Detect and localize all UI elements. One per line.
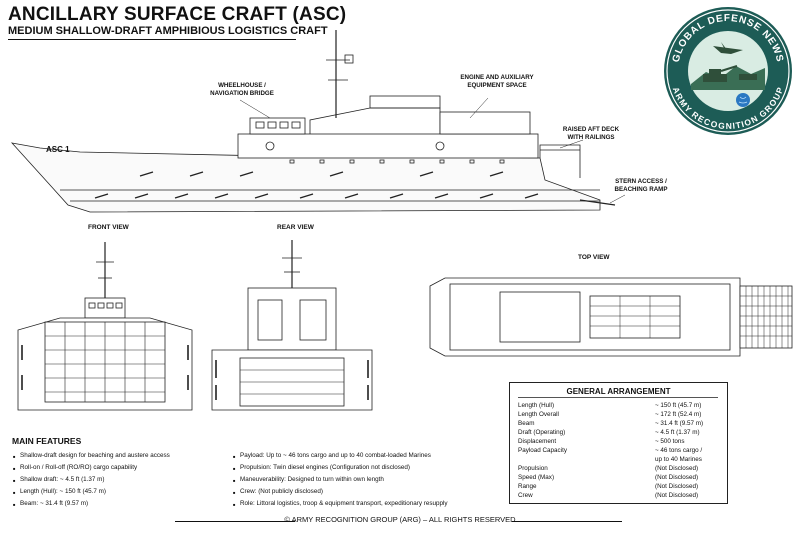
ga-key: Beam bbox=[518, 420, 535, 427]
ga-key: Length (Hull) bbox=[518, 402, 555, 409]
ga-value: (Not Disclosed) bbox=[655, 492, 699, 499]
callout-stern: STERN ACCESS / BEACHING RAMP bbox=[614, 178, 668, 193]
ga-value: (Not Disclosed) bbox=[655, 465, 699, 472]
front-view-drawing bbox=[17, 242, 193, 411]
ga-key: Crew bbox=[518, 492, 533, 499]
ga-value: (Not Disclosed) bbox=[655, 483, 699, 490]
ga-key: Draft (Operating) bbox=[518, 429, 566, 436]
rear-view-drawing bbox=[211, 240, 373, 411]
side-stern-ramp bbox=[579, 199, 616, 206]
ga-key: Range bbox=[518, 483, 537, 490]
side-upper-deck bbox=[309, 107, 441, 134]
ga-key: Propulsion bbox=[518, 465, 548, 472]
side-aft-railing bbox=[539, 144, 581, 178]
feature-right-4: Crew: (Not publicly disclosed) bbox=[233, 488, 323, 497]
global-defense-news-logo: GLOBAL DEFENSE NEWS ARMY RECOGNITION GRO… bbox=[661, 4, 795, 138]
ga-key: Length Overall bbox=[518, 411, 559, 418]
svg-text:ARMY RECOGNITION GROUP: ARMY RECOGNITION GROUP bbox=[671, 86, 786, 131]
callout-aft-deck: RAISED AFT DECK WITH RAILINGS bbox=[562, 126, 620, 141]
feature-right-1: Payload: Up to ~ 46 tons cargo and up to… bbox=[233, 452, 431, 461]
side-funnel bbox=[369, 95, 441, 109]
front-view-label: FRONT VIEW bbox=[88, 224, 129, 231]
side-wheelhouse-windows bbox=[255, 121, 301, 129]
ga-value: up to 40 Marines bbox=[655, 456, 702, 463]
logo-text-ring: GLOBAL DEFENSE NEWS ARMY RECOGNITION GRO… bbox=[671, 13, 786, 131]
general-arrangement-panel: GENERAL ARRANGEMENT Length (Hull) ~ 150 f… bbox=[509, 382, 728, 504]
rear-view-label: REAR VIEW bbox=[277, 224, 314, 231]
feature-right-2: Propulsion: Twin diesel engines (Configu… bbox=[233, 464, 410, 473]
footer-rule-right bbox=[512, 521, 622, 522]
ga-key: Displacement bbox=[518, 438, 557, 445]
page-subtitle: MEDIUM SHALLOW-DRAFT AMPHIBIOUS LOGISTIC… bbox=[8, 25, 328, 37]
side-fenders bbox=[94, 171, 539, 199]
ga-value: (Not Disclosed) bbox=[655, 474, 699, 481]
svg-text:GLOBAL DEFENSE NEWS: GLOBAL DEFENSE NEWS bbox=[671, 13, 785, 64]
general-arrangement-title: GENERAL ARRANGEMENT bbox=[566, 387, 671, 396]
feature-left-2: Roll-on / Roll-off (RO/RO) cargo capabil… bbox=[13, 464, 137, 473]
ga-value: ~ 31.4 ft (9.57 m) bbox=[655, 420, 704, 427]
logo-top-text: GLOBAL DEFENSE NEWS bbox=[671, 13, 785, 64]
ga-key: Payload Capacity bbox=[518, 447, 568, 454]
callout-wheelhouse: WHEELHOUSE / NAVIGATION BRIDGE bbox=[210, 82, 274, 97]
feature-left-3: Shallow draft: ~ 4.5 ft (1.37 m) bbox=[13, 476, 104, 485]
feature-right-5: Role: Littoral logistics, troop & equipm… bbox=[233, 500, 448, 509]
feature-left-5: Beam: ~ 31.4 ft (9.57 m) bbox=[13, 500, 88, 509]
top-view-drawing bbox=[429, 277, 793, 357]
feature-right-3: Maneuverability: Designed to turn within… bbox=[233, 476, 384, 485]
ga-value: ~ 150 ft (45.7 m) bbox=[655, 402, 702, 409]
copyright-footer: © ARMY RECOGNITION GROUP (ARG) – ALL RIG… bbox=[284, 515, 516, 524]
main-features-title: MAIN FEATURES bbox=[12, 436, 82, 446]
ga-value: ~ 4.5 ft (1.37 m) bbox=[655, 429, 700, 436]
ga-key: Speed (Max) bbox=[518, 474, 555, 481]
side-view-drawing bbox=[10, 30, 626, 213]
ship-name-label: ASC 1 bbox=[46, 145, 70, 154]
ga-value: ~ 46 tons cargo / bbox=[655, 447, 703, 454]
title-divider bbox=[8, 39, 296, 40]
ga-value: ~ 172 ft (52.4 m) bbox=[655, 411, 702, 418]
side-wheelhouse bbox=[249, 117, 306, 135]
feature-left-4: Length (Hull): ~ 150 ft (45.7 m) bbox=[13, 488, 106, 497]
feature-left-1: Shallow-draft design for beaching and au… bbox=[13, 452, 170, 461]
page-title: ANCILLARY SURFACE CRAFT (ASC) bbox=[8, 4, 347, 25]
top-view-label: TOP VIEW bbox=[578, 254, 610, 261]
ga-value: ~ 500 tons bbox=[655, 438, 685, 445]
callout-engine: ENGINE AND AUXILIARY EQUIPMENT SPACE bbox=[460, 74, 534, 89]
side-windows bbox=[289, 159, 505, 164]
footer-rule-left bbox=[175, 521, 295, 522]
side-superstructure bbox=[237, 133, 539, 159]
logo-bottom-text: ARMY RECOGNITION GROUP bbox=[671, 86, 785, 131]
general-arrangement-divider bbox=[518, 397, 718, 398]
side-engine-space bbox=[439, 111, 531, 135]
logo-emblem bbox=[664, 7, 792, 135]
